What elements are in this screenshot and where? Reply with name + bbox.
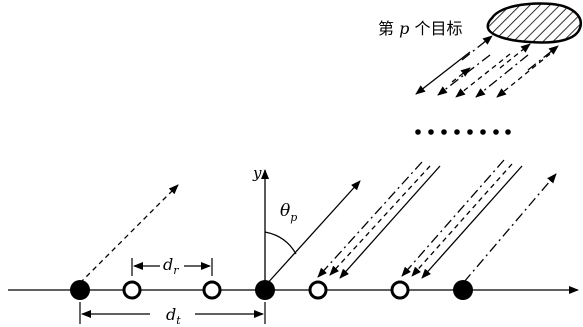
target-blob (486, 2, 583, 44)
transmit-elements (70, 280, 473, 300)
dt-label: dt (166, 305, 181, 327)
tx-element (255, 280, 275, 300)
target-label: 第 p 个目标 (378, 19, 462, 38)
tx-element (453, 280, 473, 300)
incoming-signal-arrows (415, 35, 559, 98)
dr-label: dr (163, 255, 179, 277)
angle-arc (264, 231, 297, 255)
tx-element (70, 280, 90, 300)
rx-element (390, 280, 410, 300)
rx-element (202, 280, 222, 300)
rx-element (308, 280, 328, 300)
array-arrows (79, 159, 557, 287)
dt-dimension (79, 302, 266, 324)
receive-elements (122, 280, 410, 300)
y-axis-label: y (252, 164, 262, 182)
angle-label: θp (280, 201, 297, 224)
ellipsis-dots (415, 129, 511, 135)
dr-dimension (131, 258, 213, 276)
rx-element (122, 280, 142, 300)
